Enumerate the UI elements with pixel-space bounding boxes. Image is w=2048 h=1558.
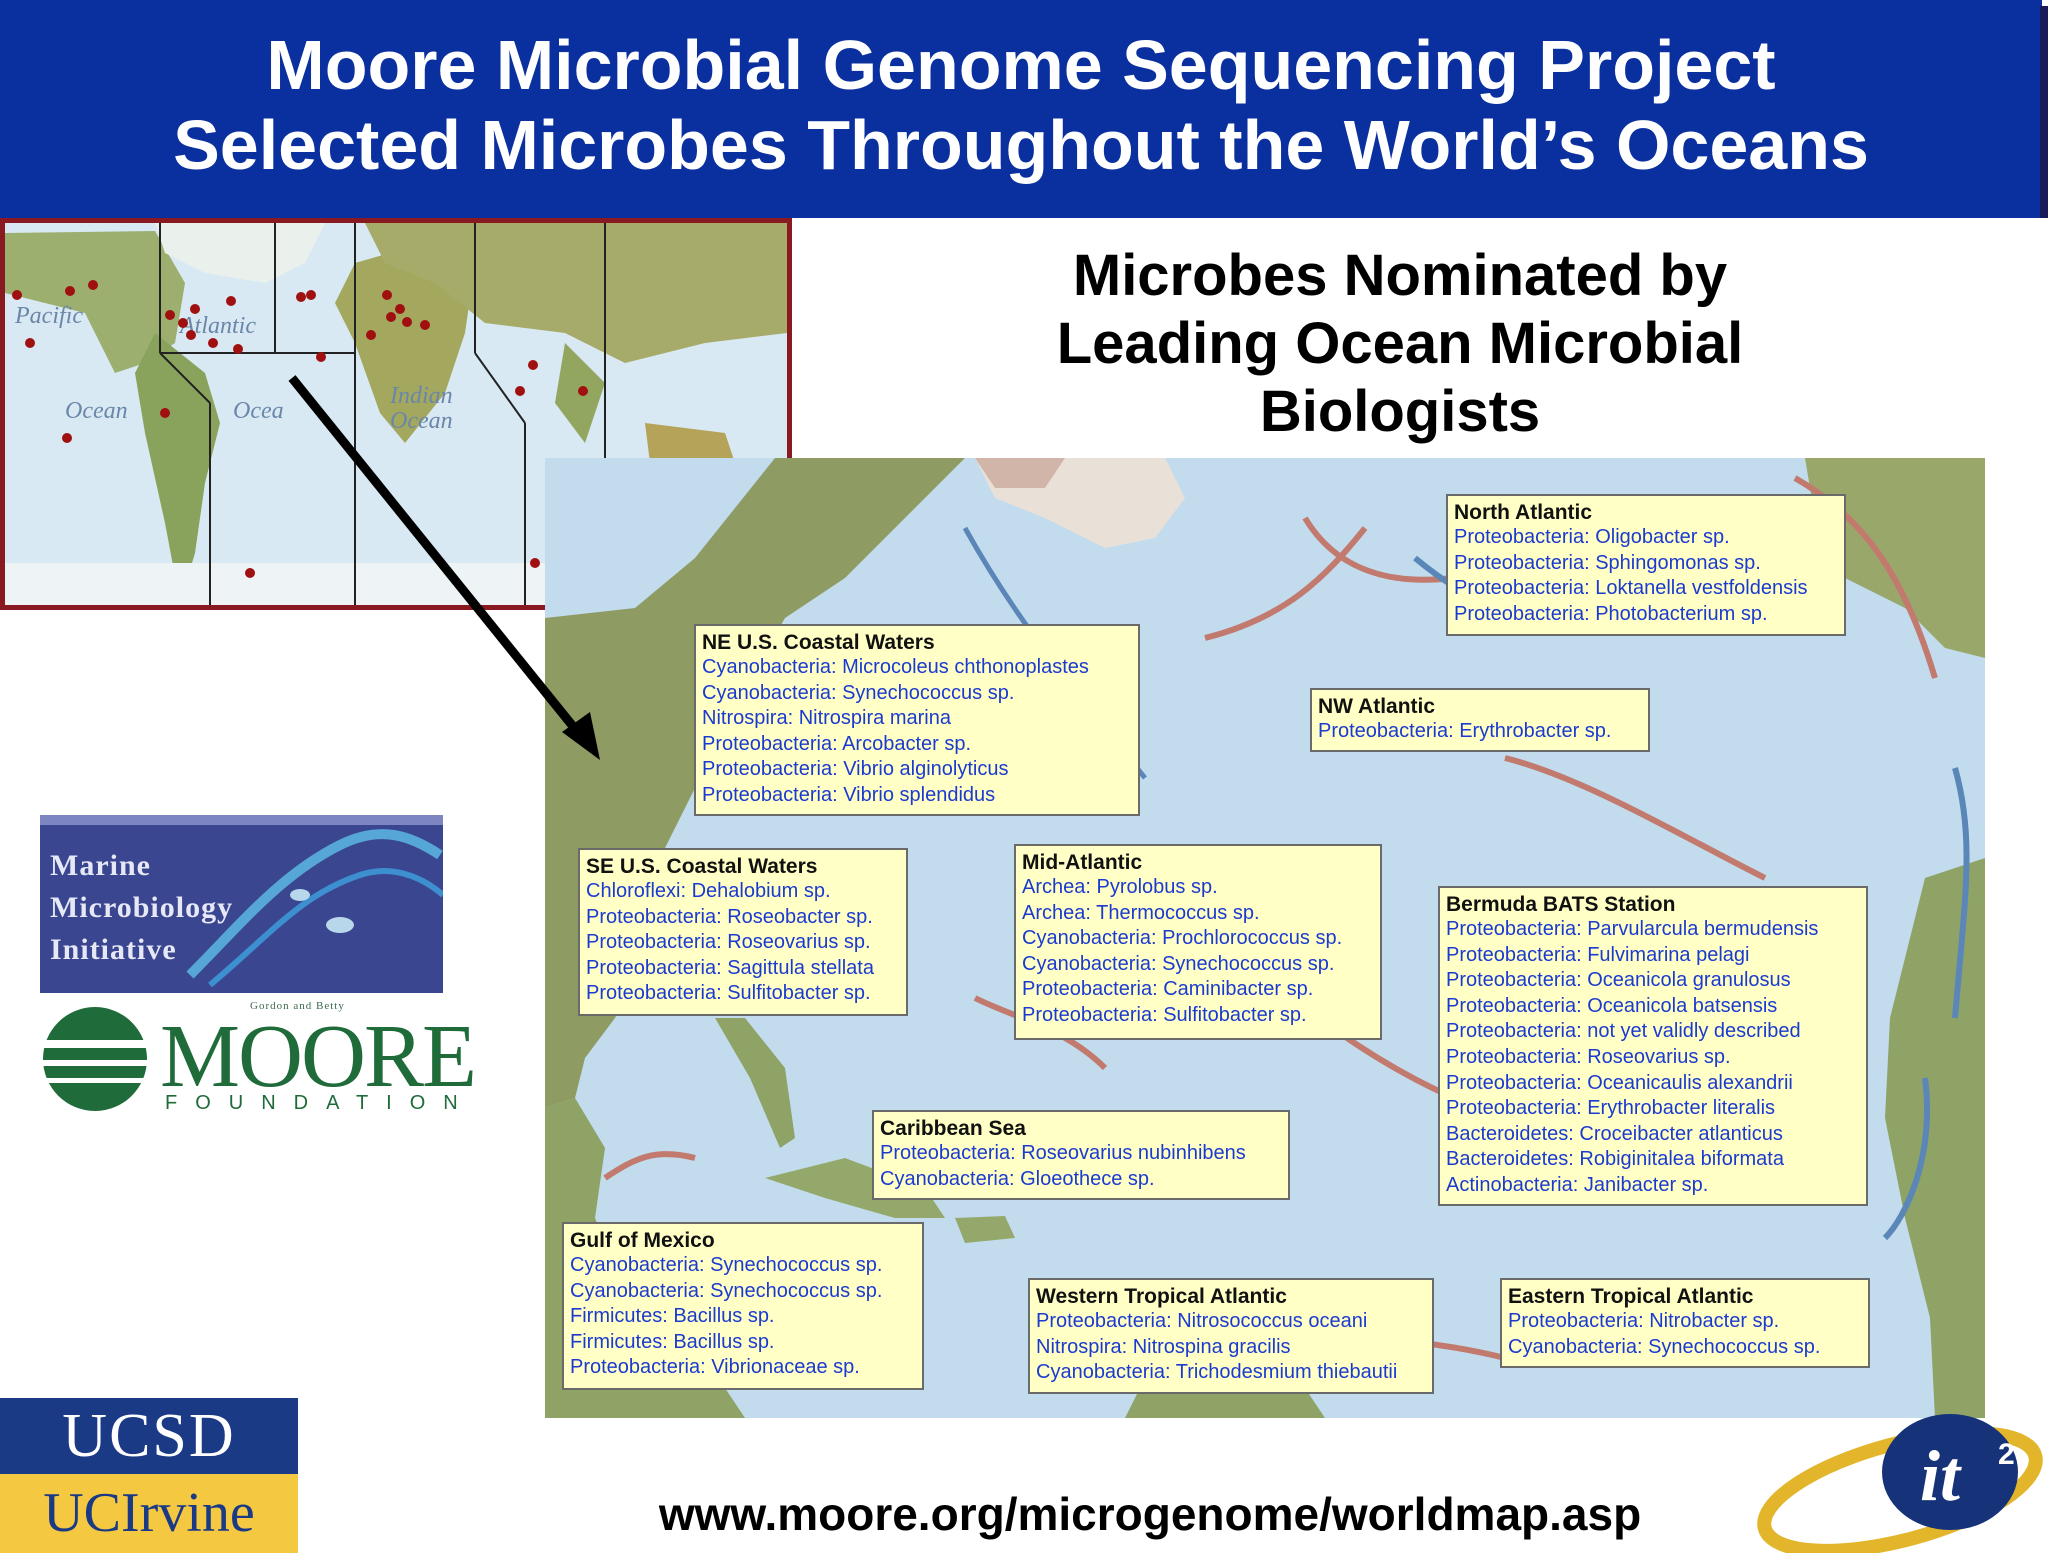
callout-entry: Proteobacteria: Nitrosococcus oceani [1036,1310,1368,1332]
it2-logo: it 2 [1750,1412,2048,1558]
moore-big-text: MOORE [160,1007,477,1106]
callout-western-tropical-atlantic: Western Tropical Atlantic Proteobacteria… [1028,1278,1434,1394]
callout-entry: Proteobacteria: Oceanicola granulosus [1446,969,1791,992]
callout-north-atlantic: North Atlantic Proteobacteria: Oligobact… [1446,494,1846,636]
callout-ne-us-coastal-waters: NE U.S. Coastal Waters Cyanobacteria: Mi… [694,624,1140,816]
atlantic-map: North Atlantic Proteobacteria: Oligobact… [545,458,1985,1418]
callout-entry: Cyanobacteria: Trichodesmium thiebautii [1036,1361,1398,1384]
callout-entry: Archea: Pyrolobus sp. [1022,876,1218,898]
callout-title: NW Atlantic [1318,695,1436,718]
callout-entry: Proteobacteria: Sulfitobacter sp. [586,982,871,1005]
title-bar-shadow [2040,6,2048,218]
callout-title: SE U.S. Coastal Waters [586,855,818,878]
subtitle: Microbes Nominated by Leading Ocean Micr… [980,242,1820,446]
title-bar: Moore Microbial Genome Sequencing Projec… [0,0,2042,218]
callout-entry: Proteobacteria: Roseovarius sp. [1446,1045,1731,1068]
callout-entry: Proteobacteria: Photobacterium sp. [1454,602,1768,625]
callout-entry: Nitrospira: Nitrospira marina [702,707,951,730]
mmi-line-1: Marine [50,849,151,882]
world-map-label-ocean-2: Ocea [233,398,284,424]
callout-entry: Proteobacteria: not yet validly describe… [1446,1020,1801,1043]
source-url: www.moore.org/microgenome/worldmap.asp [658,1488,1642,1540]
callout-entry: Bacteroidetes: Croceibacter atlanticus [1446,1122,1783,1145]
callout-entry: Proteobacteria: Caminibacter sp. [1022,978,1314,1001]
callout-entry: Proteobacteria: Oceanicola batsensis [1446,994,1778,1017]
world-map-label-ocean-1: Ocean [65,398,128,424]
callout-entry: Proteobacteria: Oligobacter sp. [1454,526,1730,548]
moore-foundation-text: FOUNDATION [165,1092,476,1114]
callout-entry: Cyanobacteria: Synechococcus sp. [702,681,1015,704]
callout-entry: Chloroflexi: Dehalobium sp. [586,880,831,902]
callout-title: NE U.S. Coastal Waters [702,631,935,654]
callout-entry: Proteobacteria: Sphingomonas sp. [1454,551,1761,574]
callout-title: Gulf of Mexico [570,1229,715,1252]
ucsd-text: UCSD [0,1398,298,1474]
callout-entry: Proteobacteria: Erythrobacter sp. [1318,720,1612,742]
marine-microbiology-initiative-logo: Marine Microbiology Initiative [40,815,443,993]
ucirvine-text: UCIrvine [0,1474,298,1553]
mmi-line-3: Initiative [50,933,177,966]
callout-entry: Proteobacteria: Vibrionaceae sp. [570,1356,860,1379]
callout-title: Bermuda BATS Station [1446,893,1676,916]
ucsd-ucirvine-logo: UCSD UCIrvine [0,1398,298,1553]
callout-entry: Proteobacteria: Vibrio alginolyticus [702,758,1009,781]
callout-eastern-tropical-atlantic: Eastern Tropical Atlantic Proteobacteria… [1500,1278,1870,1368]
callout-se-us-coastal-waters: SE U.S. Coastal Waters Chloroflexi: Deha… [578,848,908,1016]
subtitle-line-2: Leading Ocean Microbial [1056,311,1744,376]
callout-entry: Proteobacteria: Parvularcula bermudensis [1446,918,1819,940]
callout-title: Eastern Tropical Atlantic [1508,1285,1754,1308]
callout-entry: Proteobacteria: Nitrobacter sp. [1508,1310,1780,1332]
callout-title: Mid-Atlantic [1022,851,1143,874]
svg-text:2: 2 [1998,1438,2015,1471]
callout-title: Caribbean Sea [880,1117,1026,1140]
callout-entry: Bacteroidetes: Robiginitalea biformata [1446,1148,1784,1171]
moore-globe-icon [40,1007,150,1111]
callout-nw-atlantic: NW Atlantic Proteobacteria: Erythrobacte… [1310,688,1650,752]
page-title-line-2: Selected Microbes Throughout the World’s… [173,106,1869,184]
moore-small-text: Gordon and Betty [250,1000,345,1012]
callout-entry: Cyanobacteria: Synechococcus sp. [570,1279,883,1302]
callout-entry: Cyanobacteria: Synechococcus sp. [570,1254,883,1276]
callout-title: North Atlantic [1454,501,1593,524]
callout-entry: Proteobacteria: Fulvimarina pelagi [1446,943,1750,966]
page-title-line-1: Moore Microbial Genome Sequencing Projec… [266,26,1776,104]
callout-entry: Proteobacteria: Oceanicaulis alexandrii [1446,1071,1793,1094]
callout-entry: Proteobacteria: Roseovarius sp. [586,931,871,954]
callout-entry: Actinobacteria: Janibacter sp. [1446,1173,1709,1196]
callout-entry: Firmicutes: Bacillus sp. [570,1330,775,1353]
callout-entry: Nitrospira: Nitrospina gracilis [1036,1335,1291,1358]
callout-entry: Archea: Thermococcus sp. [1022,901,1260,924]
moore-foundation-logo: Gordon and Betty MOORE FOUNDATION [40,998,477,1118]
callout-entry: Proteobacteria: Roseobacter sp. [586,905,873,928]
callout-entry: Proteobacteria: Erythrobacter literalis [1446,1097,1776,1120]
callout-entry: Proteobacteria: Arcobacter sp. [702,732,972,755]
callout-entry: Proteobacteria: Vibrio splendidus [702,783,996,806]
callout-entry: Proteobacteria: Sulfitobacter sp. [1022,1003,1307,1026]
callout-entry: Proteobacteria: Loktanella vestfoldensis [1454,577,1808,600]
callout-caribbean-sea: Caribbean Sea Proteobacteria: Roseovariu… [872,1110,1290,1200]
callout-gulf-of-mexico: Gulf of Mexico Cyanobacteria: Synechococ… [562,1222,924,1390]
callout-entry: Cyanobacteria: Synechococcus sp. [1022,952,1335,975]
callout-entry: Cyanobacteria: Synechococcus sp. [1508,1335,1821,1358]
callout-entry: Firmicutes: Bacillus sp. [570,1305,775,1328]
subtitle-line-1: Microbes Nominated by [1072,243,1728,308]
callout-title: Western Tropical Atlantic [1036,1285,1287,1308]
callout-entry: Cyanobacteria: Gloeothece sp. [880,1167,1155,1190]
it2-text: it [1920,1436,1962,1516]
world-map-label-indian: Indian [389,383,453,409]
callout-entry: Proteobacteria: Sagittula stellata [586,956,874,979]
callout-entry: Cyanobacteria: Microcoleus chthonoplaste… [702,656,1089,678]
world-map-label-pacific: Pacific [14,303,83,329]
callout-bermuda-bats-station: Bermuda BATS Station Proteobacteria: Par… [1438,886,1868,1206]
callout-mid-atlantic: Mid-Atlantic Archea: Pyrolobus sp. Arche… [1014,844,1382,1040]
callout-entry: Cyanobacteria: Prochlorococcus sp. [1022,927,1343,950]
world-map-label-ocean-3: Ocean [390,408,453,434]
callout-entry: Proteobacteria: Roseovarius nubinhibens [880,1142,1246,1164]
subtitle-line-3: Biologists [1259,379,1541,444]
mmi-line-2: Microbiology [50,891,234,924]
